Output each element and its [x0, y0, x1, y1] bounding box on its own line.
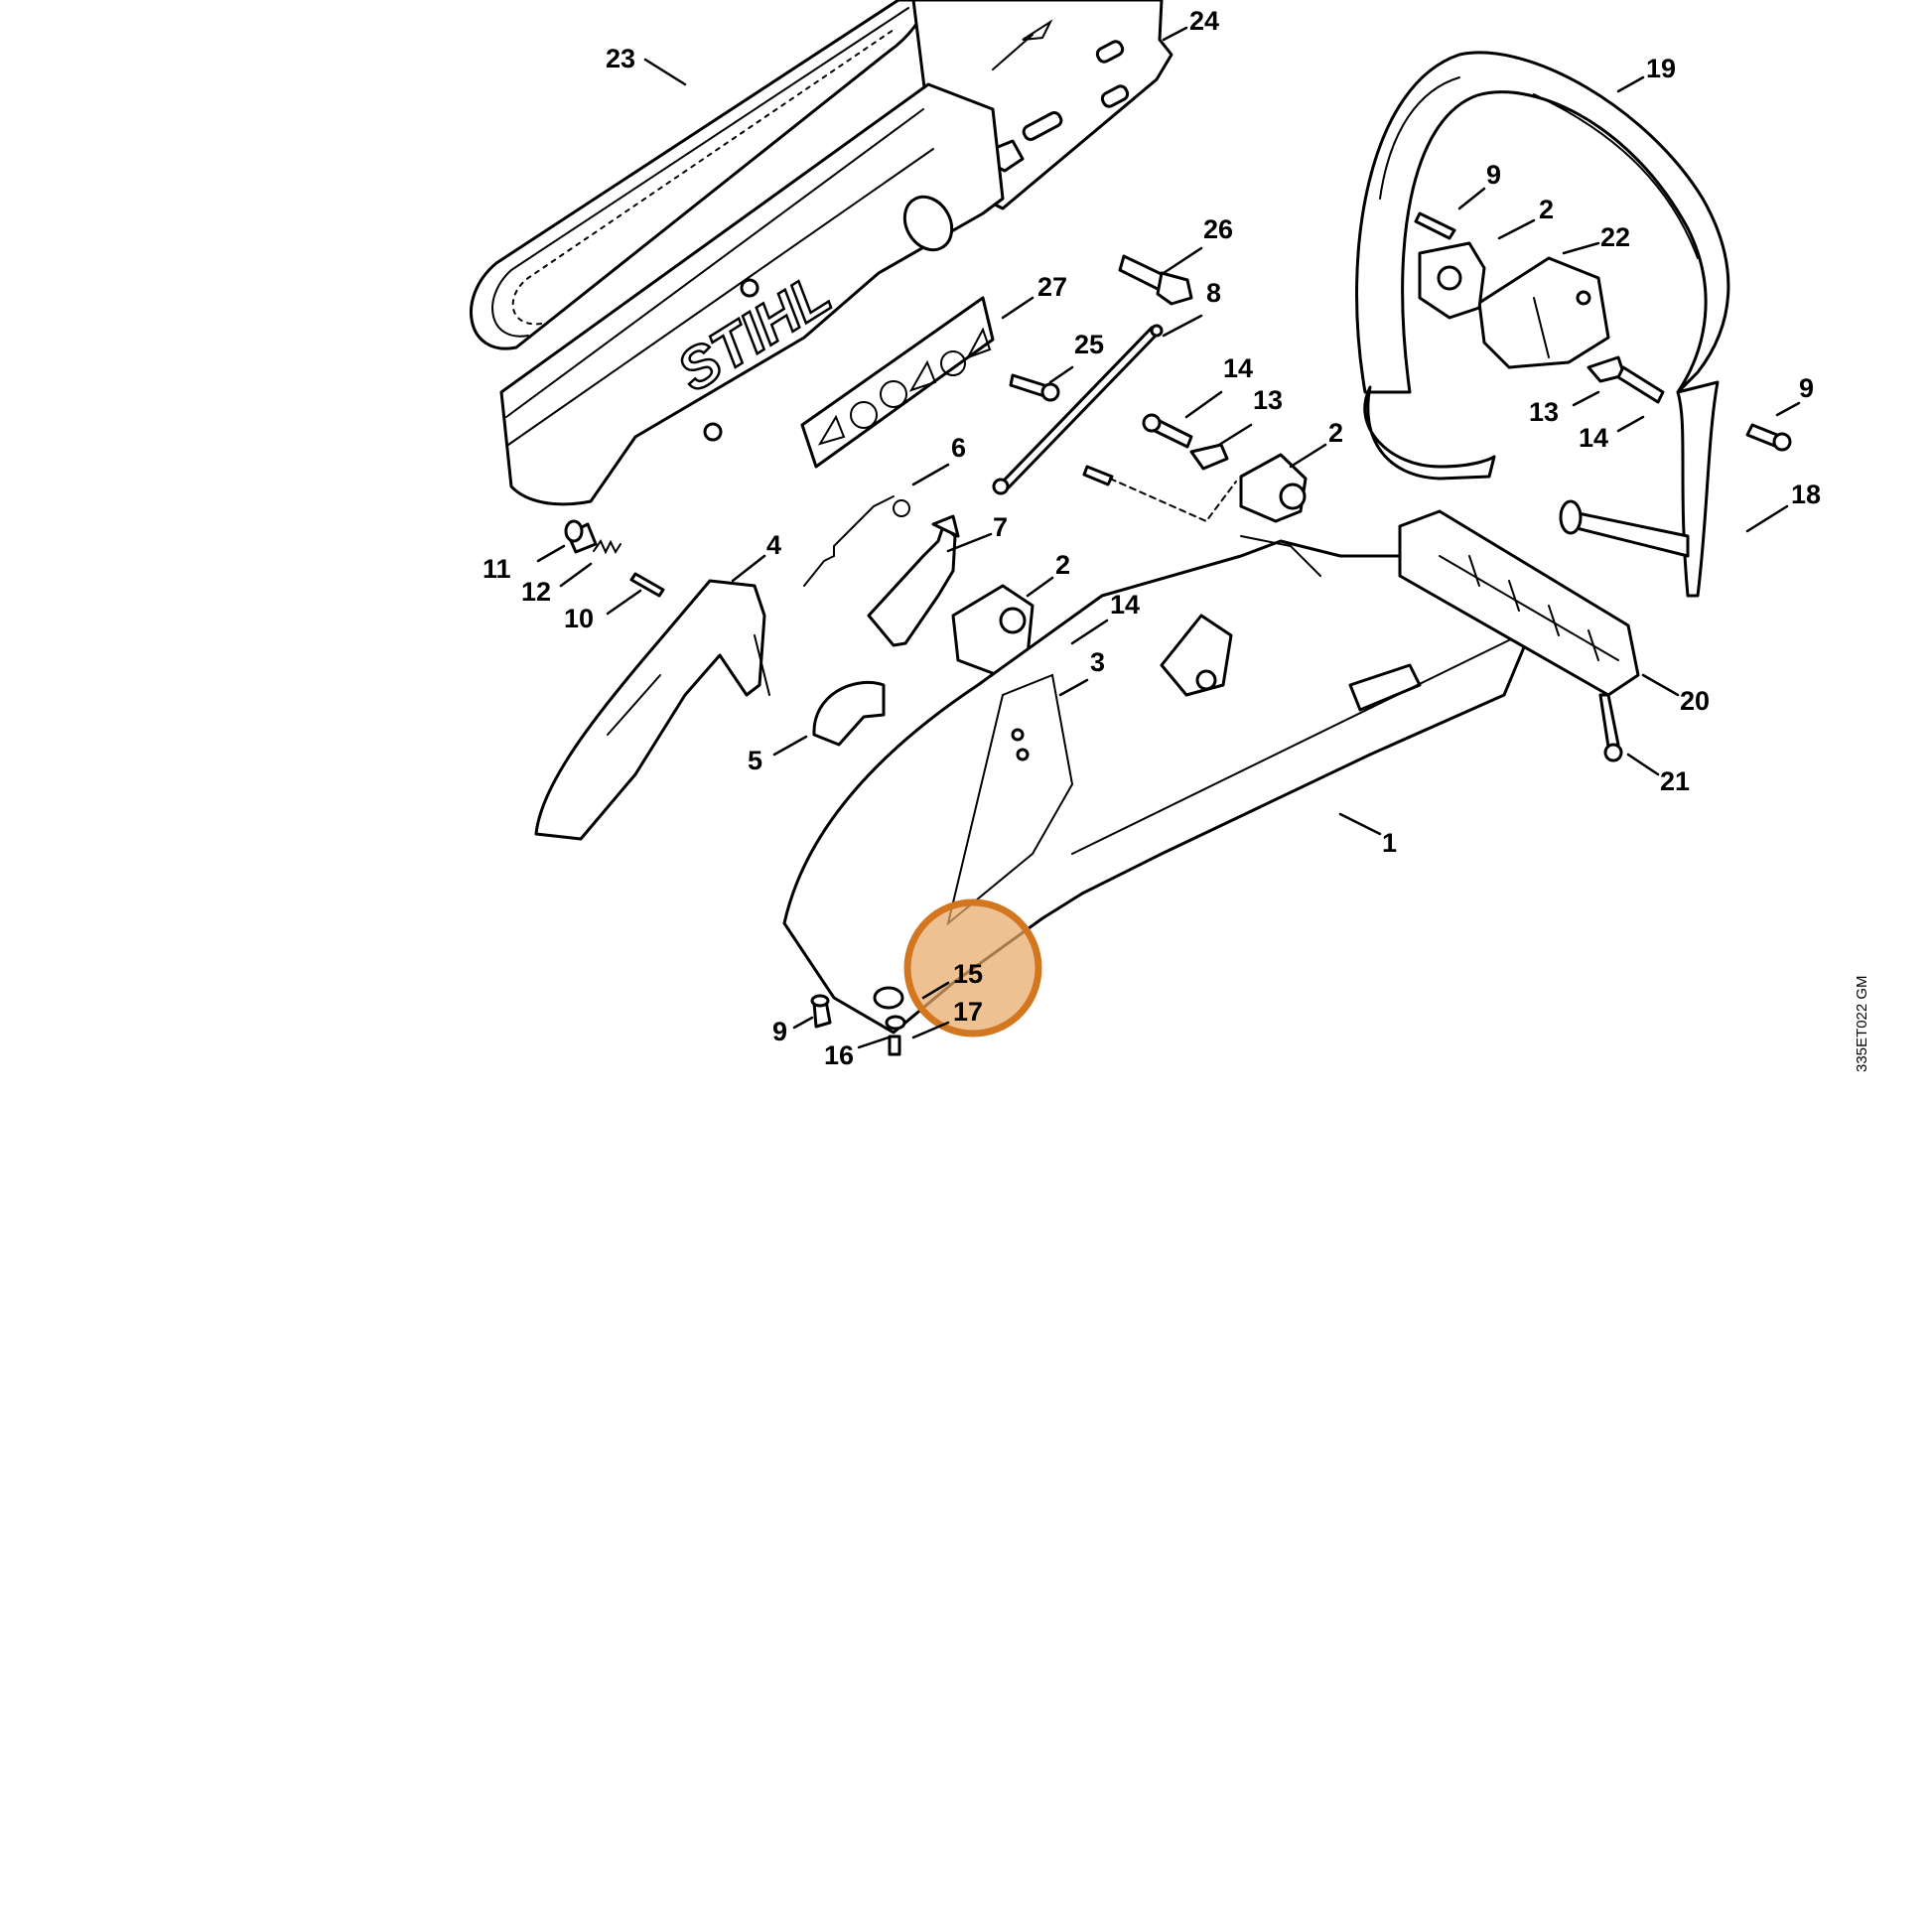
part-14-screw-middle	[1142, 413, 1193, 449]
callout-17: 17	[953, 997, 983, 1027]
callout-labels: 23 24 19 9 2 22 26 27 8 25 14 13 2 13 14…	[483, 6, 1821, 1070]
callout-9-right: 9	[1799, 373, 1814, 403]
part-8-rod	[992, 324, 1164, 495]
callout-13-right: 13	[1529, 397, 1559, 427]
callout-8: 8	[1206, 278, 1221, 308]
callout-10: 10	[564, 604, 594, 633]
part-5-cap	[812, 680, 886, 747]
callout-13: 13	[1253, 385, 1283, 415]
part-7-lever	[867, 514, 960, 647]
part-9-screw-lower	[810, 994, 832, 1029]
callout-20: 20	[1680, 686, 1710, 716]
callout-4: 4	[766, 530, 781, 560]
part-12-spring	[593, 538, 621, 555]
part-2-mount-upper	[1418, 241, 1486, 320]
part-20-buffer-strip	[1398, 509, 1640, 697]
callout-11: 11	[483, 554, 511, 584]
callout-15: 15	[953, 959, 983, 989]
part-23-drive-belt	[470, 0, 930, 350]
part-4-handle-cover	[534, 579, 770, 841]
part-2-mount-lower	[951, 584, 1035, 677]
callout-12: 12	[521, 577, 551, 607]
part-9-screw-right	[1745, 423, 1792, 452]
part-screw-middle-dashed	[1082, 465, 1237, 523]
callout-14-low: 14	[1110, 590, 1140, 620]
callout-22: 22	[1600, 222, 1630, 252]
callout-16: 16	[824, 1040, 854, 1070]
callout-27: 27	[1037, 272, 1067, 302]
part-25-screw	[1009, 373, 1060, 402]
callout-7: 7	[993, 512, 1008, 542]
part-15-buffer	[873, 986, 904, 1010]
callout-9: 9	[1486, 160, 1501, 190]
callout-6: 6	[951, 433, 966, 463]
callout-14-right: 14	[1579, 423, 1608, 453]
part-21-screw	[1598, 693, 1623, 762]
part-6-spring	[803, 495, 910, 587]
callout-1: 1	[1382, 828, 1397, 858]
callout-25: 25	[1074, 330, 1104, 359]
part-11-bushing	[564, 519, 598, 554]
callout-21: 21	[1660, 766, 1690, 796]
part-14-screw-upper	[1616, 365, 1665, 404]
callout-14: 14	[1223, 353, 1253, 383]
callout-9-low: 9	[772, 1017, 787, 1046]
callout-23: 23	[606, 44, 635, 73]
callout-2: 2	[1539, 195, 1554, 224]
callout-3: 3	[1090, 647, 1105, 677]
part-2-mount-middle	[1239, 453, 1308, 523]
part-9-screw-upper	[1414, 211, 1456, 240]
callout-5: 5	[748, 746, 762, 775]
part-22-clamp	[1477, 256, 1610, 369]
leader-lines	[536, 26, 1801, 1049]
part-16-screw	[885, 1015, 906, 1056]
callout-24: 24	[1189, 6, 1219, 36]
drawing-code: 335ET022 GM	[1854, 975, 1870, 1072]
part-13-clip-middle	[1189, 443, 1229, 471]
callout-18: 18	[1791, 480, 1821, 509]
callout-19: 19	[1646, 54, 1676, 83]
callout-2-low: 2	[1055, 550, 1070, 580]
highlight-circle	[903, 898, 1042, 1037]
part-18-tube	[1559, 499, 1690, 558]
callout-26: 26	[1203, 214, 1233, 244]
part-10-pin	[629, 572, 665, 598]
part-26-bolt	[1118, 254, 1193, 306]
callout-2-mid: 2	[1328, 418, 1343, 448]
part-27-cover: STIHL	[499, 82, 1005, 506]
